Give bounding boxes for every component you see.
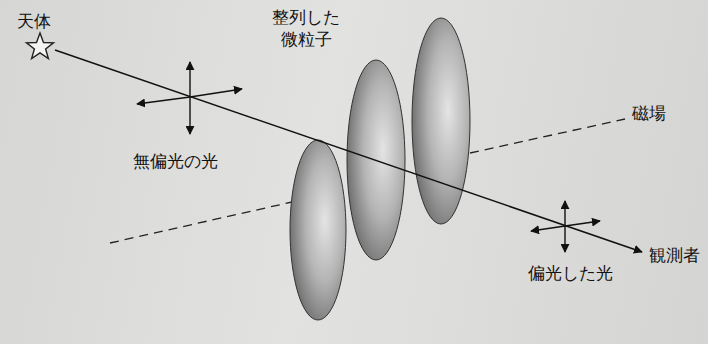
polarization-arrow [564, 226, 565, 252]
object-label: 天体 [17, 10, 51, 32]
magnetic-field-line [470, 119, 625, 153]
light-ray [55, 50, 642, 252]
light-label: 偏光した光 [528, 262, 613, 284]
observer-label: 観測者 [649, 244, 700, 266]
polarization-arrow [137, 97, 190, 104]
polarization-arrow [531, 226, 565, 231]
polarization-arrow [189, 62, 190, 97]
dust-grain [290, 140, 346, 320]
polarization-arrow [565, 221, 600, 226]
polarization-arrow [564, 201, 565, 226]
star-symbol [27, 33, 54, 59]
magnetic-field-line [110, 202, 292, 243]
grain-label: 整列した 微粒子 [268, 6, 344, 50]
dust-grain [412, 18, 470, 224]
polarization-arrow [189, 97, 190, 134]
light-label: 無偏光の光 [133, 150, 218, 172]
polarization-arrow [190, 89, 242, 97]
field-label: 磁場 [632, 102, 666, 124]
